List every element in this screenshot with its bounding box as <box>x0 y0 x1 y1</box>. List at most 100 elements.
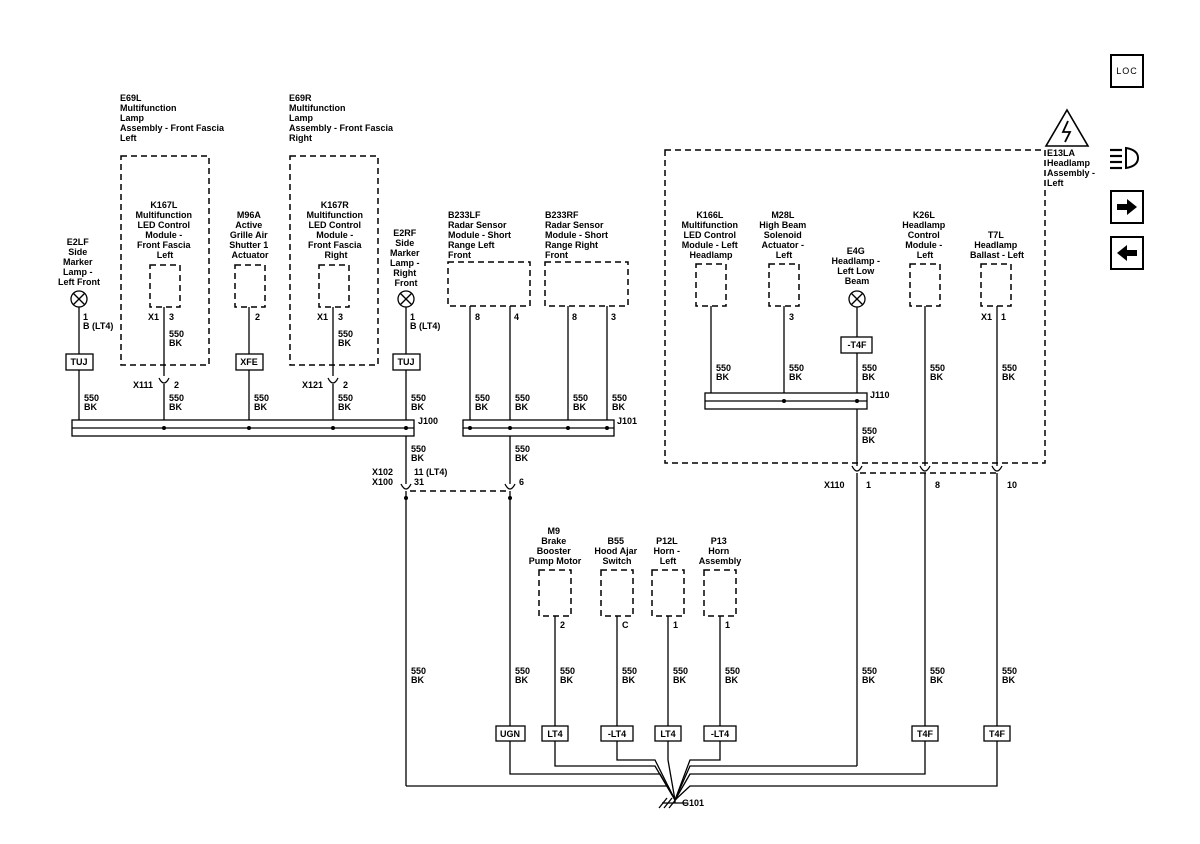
svg-text:1: 1 <box>1001 312 1006 322</box>
svg-text:550: 550 <box>862 363 877 373</box>
svg-text:550: 550 <box>673 666 688 676</box>
svg-text:BK: BK <box>862 675 875 685</box>
m96a-box <box>234 264 266 308</box>
m96a-label: M96A Active Grille Air Shutter 1 Actuato… <box>229 210 271 260</box>
svg-text:B (LT4): B (LT4) <box>83 321 113 331</box>
e69l-label: E69L Multifunction Lamp Assembly - Front… <box>120 93 227 143</box>
warning-lightning-icon <box>1044 108 1090 148</box>
svg-text:550: 550 <box>622 666 637 676</box>
svg-text:550: 550 <box>169 329 184 339</box>
svg-text:BK: BK <box>411 402 424 412</box>
svg-text:550: 550 <box>515 666 530 676</box>
svg-text:B (LT4): B (LT4) <box>410 321 440 331</box>
m28l-box <box>768 263 800 307</box>
svg-text:2: 2 <box>343 380 348 390</box>
svg-text:BK: BK <box>411 675 424 685</box>
svg-text:BK: BK <box>612 402 625 412</box>
svg-text:BK: BK <box>716 372 729 382</box>
svg-text:BK: BK <box>254 402 267 412</box>
e2rf-label: E2RF Side Marker Lamp - Right Front <box>390 228 422 288</box>
k26l-label: K26L Headlamp Control Module - Left <box>902 210 948 260</box>
svg-text:550: 550 <box>716 363 731 373</box>
loc-button[interactable]: LOC <box>1110 54 1144 88</box>
svg-text:LT4: LT4 <box>547 729 562 739</box>
svg-text:1: 1 <box>673 620 678 630</box>
back-arrow-icon <box>1117 245 1137 261</box>
svg-text:UGN: UGN <box>500 729 520 739</box>
b233lf-box <box>447 261 531 307</box>
svg-text:550: 550 <box>515 444 530 454</box>
g101-label: G101 <box>682 798 704 808</box>
svg-text:550: 550 <box>515 393 530 403</box>
e13la-assembly-boundary <box>664 149 1046 464</box>
svg-text:C: C <box>622 620 629 630</box>
e69r-assembly-boundary <box>289 155 379 366</box>
k167r-label: K167R Multifunction LED Control Module -… <box>307 200 366 260</box>
svg-text:BK: BK <box>475 402 488 412</box>
svg-text:BK: BK <box>169 402 182 412</box>
option-box: XFE <box>235 353 264 371</box>
p12l-box <box>651 569 685 617</box>
svg-text:X1: X1 <box>317 312 328 322</box>
j100-label: J100 <box>418 416 438 426</box>
svg-text:BK: BK <box>789 372 802 382</box>
headlamp-brightness-icon[interactable] <box>1104 138 1144 178</box>
svg-text:550: 550 <box>338 329 353 339</box>
svg-text:-T4F: -T4F <box>848 340 868 350</box>
svg-text:1: 1 <box>83 312 88 322</box>
svg-text:550: 550 <box>930 363 945 373</box>
svg-text:BK: BK <box>673 675 686 685</box>
lamp-bulb-icon <box>848 290 866 308</box>
forward-button[interactable] <box>1110 190 1144 224</box>
pin-labels: 1 B (LT4) X1 3 2 X1 3 1 B (LT4) 8 4 8 3 … <box>83 312 1006 630</box>
m9-label: M9 Brake Booster Pump Motor <box>529 526 582 566</box>
svg-text:BK: BK <box>560 675 573 685</box>
option-box: -LT4 <box>600 725 634 742</box>
b55-box <box>600 569 634 617</box>
svg-text:BK: BK <box>1002 675 1015 685</box>
svg-text:550: 550 <box>411 393 426 403</box>
svg-text:-LT4: -LT4 <box>608 729 626 739</box>
t7l-box <box>980 263 1012 307</box>
e2lf-label: E2LF Side Marker Lamp - Left Front <box>58 237 100 287</box>
svg-text:550: 550 <box>338 393 353 403</box>
svg-text:T4F: T4F <box>989 729 1006 739</box>
k167r-box <box>318 264 350 308</box>
option-box: UGN <box>495 725 526 742</box>
svg-text:BK: BK <box>338 338 351 348</box>
svg-text:XFE: XFE <box>240 357 258 367</box>
svg-text:BK: BK <box>411 453 424 463</box>
svg-text:550: 550 <box>560 666 575 676</box>
e13la-label: E13LA Headlamp Assembly - Left <box>1047 148 1098 188</box>
svg-text:2: 2 <box>255 312 260 322</box>
svg-text:550: 550 <box>411 444 426 454</box>
t7l-label: T7L Headlamp Ballast - Left <box>970 230 1024 260</box>
svg-text:3: 3 <box>169 312 174 322</box>
svg-text:550: 550 <box>862 666 877 676</box>
svg-text:BK: BK <box>725 675 738 685</box>
svg-text:1: 1 <box>725 620 730 630</box>
lamp-bulb-icon <box>70 290 88 308</box>
b233lf-label: B233LF Radar Sensor Module - Short Range… <box>448 210 514 260</box>
j101-label: J101 <box>617 416 637 426</box>
p13-label: P13 Horn Assembly <box>699 536 742 566</box>
b55-label: B55 Hood Ajar Switch <box>594 536 639 566</box>
svg-text:-LT4: -LT4 <box>711 729 729 739</box>
svg-text:BK: BK <box>862 372 875 382</box>
svg-text:BK: BK <box>930 372 943 382</box>
svg-text:BK: BK <box>169 338 182 348</box>
svg-text:550: 550 <box>84 393 99 403</box>
svg-text:3: 3 <box>338 312 343 322</box>
k166l-label: K166L Multifunction LED Control Module -… <box>682 210 741 260</box>
svg-text:X102: X102 <box>372 467 393 477</box>
svg-text:BK: BK <box>515 675 528 685</box>
svg-text:6: 6 <box>519 477 524 487</box>
back-button[interactable] <box>1110 236 1144 270</box>
splice-dots <box>162 399 859 500</box>
e69r-label: E69R Multifunction Lamp Assembly - Front… <box>289 93 396 143</box>
svg-text:BK: BK <box>1002 372 1015 382</box>
svg-text:1: 1 <box>866 480 871 490</box>
option-box: LT4 <box>654 725 682 742</box>
svg-text:BK: BK <box>338 402 351 412</box>
